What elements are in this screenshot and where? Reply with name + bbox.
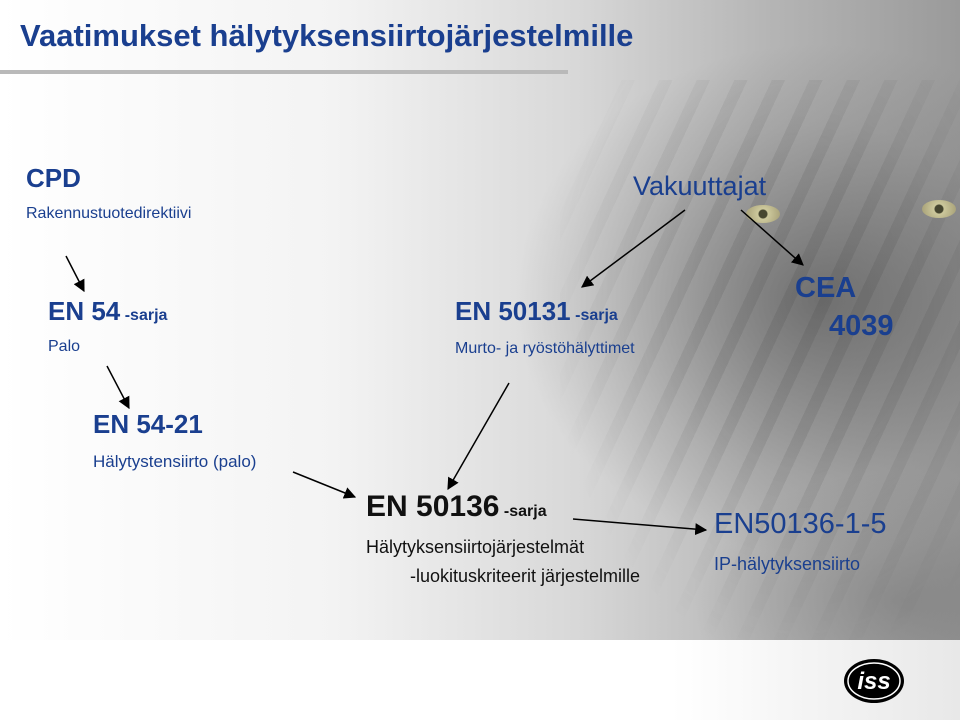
tiger-eye-right — [922, 200, 956, 218]
arrow-en50136-to-en50136-1-5 — [572, 518, 708, 536]
title-rule — [0, 70, 568, 74]
arrow-en54-to-en54-21 — [106, 365, 130, 410]
en50131-desc: Murto- ja ryöstöhälyttimet — [455, 340, 635, 357]
en50131-code: EN 50131 — [455, 296, 571, 326]
en50131-suffix: -sarja — [575, 307, 618, 324]
arrow-vakuuttajat-to-en50131 — [581, 209, 686, 288]
slide-title: Vaatimukset hälytyksensiirtojärjestelmil… — [20, 18, 634, 53]
arrow-vakuuttajat-to-cea — [740, 209, 804, 266]
cpd-subtitle: Rakennustuotedirektiivi — [26, 205, 192, 222]
arrow-cpd-to-en54 — [65, 255, 85, 293]
footer-band — [0, 640, 960, 720]
en50136-1-5-code: EN50136-1-5 — [714, 508, 887, 540]
en54-21-code: EN 54-21 — [93, 409, 203, 439]
en54-heading: EN 54 -sarja — [48, 296, 167, 327]
en50136-desc1: Hälytyksensiirtojärjestelmät — [366, 537, 585, 557]
arrow-en54-21-to-en50136 — [292, 471, 357, 499]
en50136-heading: EN 50136 -sarja — [366, 490, 547, 524]
en50131-heading: EN 50131 -sarja — [455, 296, 618, 327]
tiger-stripes — [560, 80, 960, 640]
svg-text:iss: iss — [857, 668, 890, 695]
en54-code: EN 54 — [48, 296, 121, 326]
vakuuttajat-heading: Vakuuttajat — [633, 171, 767, 201]
en50136-code: EN 50136 — [366, 490, 500, 523]
en54-suffix: -sarja — [124, 307, 168, 324]
iss-logo: iss — [844, 659, 904, 703]
en50136-1-5-desc: IP-hälytyksensiirto — [714, 554, 861, 574]
en54-desc: Palo — [48, 338, 81, 355]
en50136-suffix: -sarja — [503, 503, 547, 520]
cpd-heading: CPD — [26, 163, 81, 193]
en54-21-desc: Hälytystensiirto (palo) — [93, 452, 257, 471]
cea-line1: CEA — [795, 272, 857, 304]
cea-line2: 4039 — [829, 310, 894, 342]
en50136-desc2: -luokituskriteerit järjestelmille — [410, 566, 641, 586]
arrow-en50131-to-en50136 — [447, 382, 510, 491]
tiger-eye-left — [746, 205, 780, 223]
